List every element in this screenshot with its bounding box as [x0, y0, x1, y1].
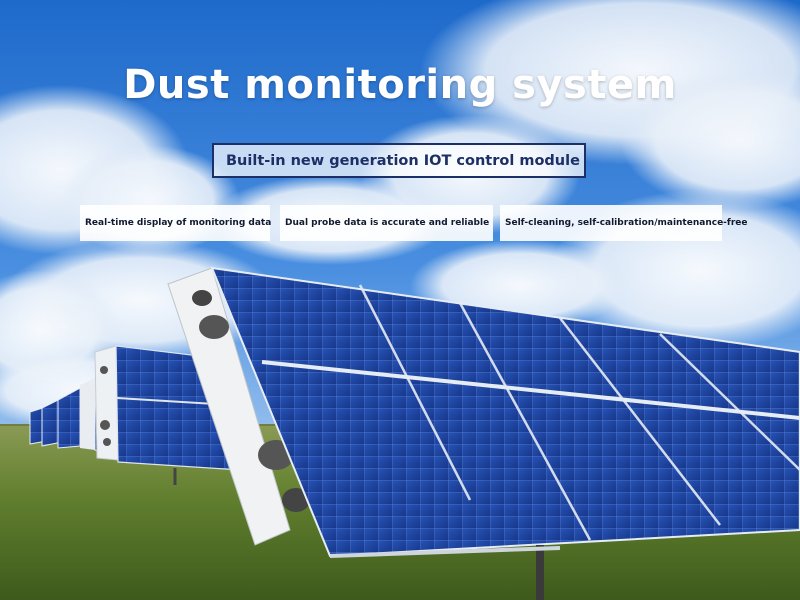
middle-panel-row [94, 345, 241, 485]
front-panel-row [167, 266, 800, 600]
feature-label-self-cleaning: Self-cleaning, self-calibration/maintena… [500, 205, 747, 241]
subtitle-banner: Built-in new generation IOT control modu… [212, 143, 586, 178]
feature-label-dual-probe: Dual probe data is accurate and reliable [280, 205, 493, 241]
page-title: Dust monitoring system [123, 62, 677, 108]
feature-label-realtime: Real-time display of monitoring data [80, 205, 271, 241]
